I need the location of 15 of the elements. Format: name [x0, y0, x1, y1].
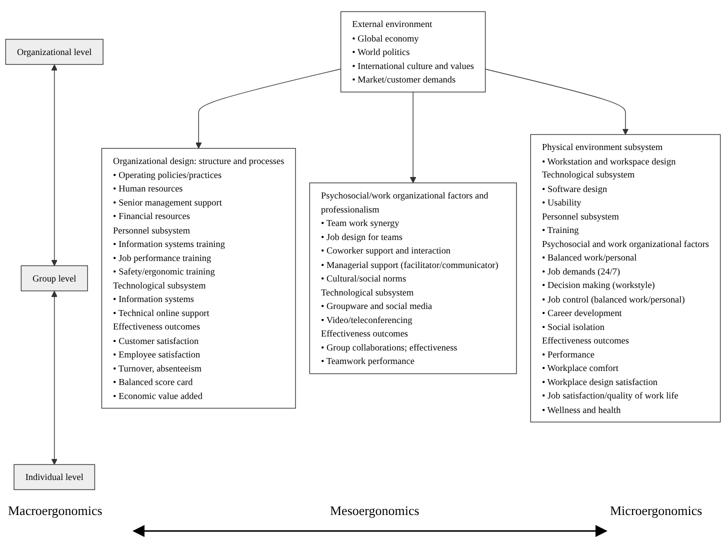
- node-box: Psychosocial/work organizational factors and professionalism • Team work synergy • Job design for teams • Coworker support and interaction • Managerial support (facilitator/communicator) • Cultural/social norms Technological subsystem • Groupware and social media • Video/teleconferencing Effectiveness outcomes • Group collaborations; effectiveness • Teamwork performance: [309, 182, 517, 374]
- node-box: Organizational design: structure and processes • Operating policies/practices • Human resources • Senior management support • Financial resources Personnel subsystem • Information systems training • Job performance training • Safety/ergonomic training Technological subsystem • Information systems • Technical online support Effectiveness outcomes • Customer satisfaction • Employee satisfaction • Turnover, absenteeism • Balanced score card • Economic value added: [101, 148, 296, 408]
- arrow: [410, 92, 416, 183]
- arrow: [51, 64, 58, 266]
- arrow: [196, 68, 342, 148]
- scale-label: Macroergonomics: [8, 503, 102, 519]
- node-box: Group level: [20, 265, 88, 292]
- node-box: Organizational level: [5, 38, 104, 65]
- node-box: External environment • Global economy • World politics • International culture and values • Market/customer demands: [340, 11, 486, 92]
- node-box: Physical environment subsystem • Workstation and workspace design Technological subsystem • Software design • Usability Personnel subsystem • Training Psychosocial and work organizational factors • Balanced work/personal • Job demands (24/7) • Decision making (workstyle) • Job control (balanced work/personal) • Career development • Social isolation Effectiveness outcomes • Performance • Workplace comfort • Workplace design satisfaction • Job satisfaction/quality of work life • Wellness and health: [530, 134, 721, 422]
- arrow: [51, 290, 58, 465]
- node-box: Individual level: [14, 464, 96, 490]
- arrow: [484, 68, 629, 135]
- scale-label: Microergonomics: [610, 503, 702, 519]
- scale-label: Mesoergonomics: [330, 503, 420, 519]
